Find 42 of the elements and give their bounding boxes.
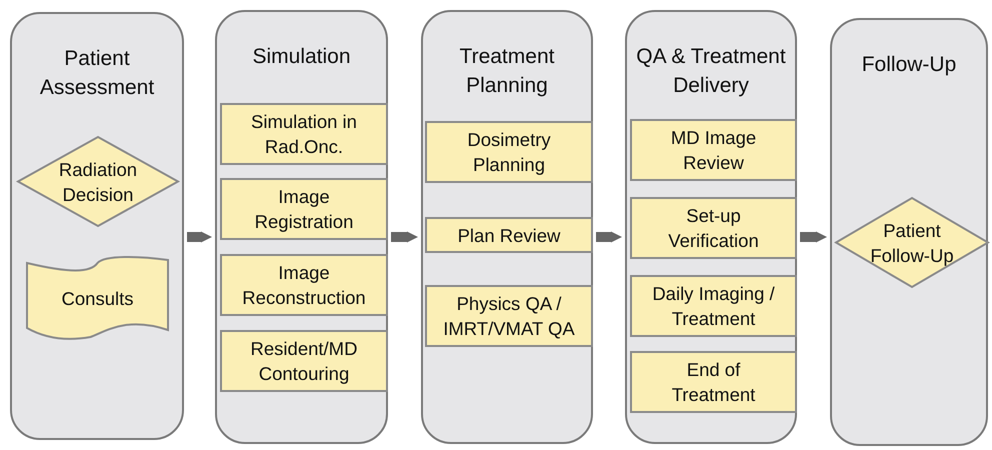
arrow (391, 232, 418, 242)
node-label: Daily Imaging / Treatment (651, 282, 776, 331)
process-box (630, 119, 797, 181)
lane-heading: Simulation (251, 44, 352, 70)
arrow (596, 232, 622, 242)
decision-diamond (836, 198, 988, 287)
lane-heading: Patient Assessment (38, 46, 156, 101)
lane-heading: Treatment Planning (458, 44, 556, 99)
arrow (187, 232, 212, 242)
node-label: Set-up Verification (667, 204, 760, 253)
process-box (630, 275, 797, 337)
node-label: Simulation in Rad.Onc. (250, 110, 358, 159)
swimlane (10, 12, 184, 440)
swimlane (830, 18, 988, 446)
node-label: Physics QA / IMRT/VMAT QA (442, 292, 576, 341)
process-box (220, 254, 388, 316)
process-box (630, 197, 797, 259)
lane-heading: QA & Treatment Delivery (635, 44, 787, 99)
process-box (220, 330, 388, 392)
swimlane (215, 10, 388, 444)
decision-diamond (18, 137, 178, 226)
swimlane (421, 10, 593, 444)
process-box (425, 285, 593, 347)
process-box (630, 351, 797, 413)
node-label: End of Treatment (670, 358, 756, 407)
node-label: Resident/MD Contouring (250, 337, 358, 386)
node-label: Patient Follow-Up (869, 218, 955, 268)
swimlane (625, 10, 797, 444)
node-label: Plan Review (458, 224, 560, 248)
arrow (800, 232, 827, 242)
lane-heading: Follow-Up (860, 52, 958, 78)
process-box (220, 178, 388, 240)
node-label: Image Registration (254, 185, 354, 234)
node-label: Image Reconstruction (241, 261, 367, 310)
node-label: Consults (62, 286, 134, 310)
node-label: MD Image Review (670, 126, 758, 175)
process-box (425, 121, 593, 183)
process-box (220, 103, 388, 165)
node-label: Radiation Decision (58, 158, 138, 206)
process-box (425, 217, 593, 253)
document-shape (27, 258, 168, 338)
node-label: Dosimetry Planning (466, 128, 552, 177)
